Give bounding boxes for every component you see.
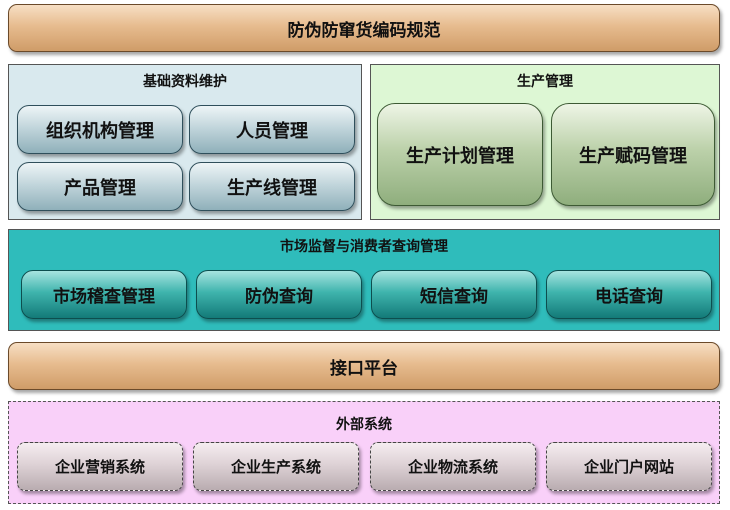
- sms-query-button[interactable]: 短信查询: [371, 270, 537, 319]
- market-query-panel: 市场监督与消费者查询管理 市场稽查管理 防伪查询 短信查询 电话查询: [8, 229, 720, 331]
- top-bar-spec: 防伪防窜货编码规范: [8, 4, 720, 52]
- external-systems-panel: 外部系统 企业营销系统 企业生产系统 企业物流系统 企业门户网站: [8, 401, 720, 504]
- marketing-system-button[interactable]: 企业营销系统: [17, 442, 183, 491]
- production-system-button[interactable]: 企业生产系统: [193, 442, 359, 491]
- top-bar-label: 防伪防窜货编码规范: [287, 20, 441, 41]
- external-systems-panel-title: 外部系统: [336, 417, 392, 433]
- market-inspection-button[interactable]: 市场稽查管理: [21, 270, 187, 319]
- interface-platform-bar: 接口平台: [8, 342, 720, 390]
- market-query-panel-title: 市场监督与消费者查询管理: [280, 239, 448, 255]
- production-panel: 生产管理 生产计划管理 生产赋码管理: [370, 64, 720, 220]
- phone-query-button[interactable]: 电话查询: [546, 270, 712, 319]
- anti-counterfeit-query-button[interactable]: 防伪查询: [196, 270, 362, 319]
- production-panel-title: 生产管理: [517, 74, 573, 90]
- production-plan-button[interactable]: 生产计划管理: [377, 103, 543, 206]
- basic-data-panel-title: 基础资料维护: [143, 74, 227, 90]
- interface-platform-label: 接口平台: [330, 358, 398, 379]
- logistics-system-button[interactable]: 企业物流系统: [370, 442, 536, 491]
- personnel-management-button[interactable]: 人员管理: [189, 105, 355, 154]
- product-management-button[interactable]: 产品管理: [17, 162, 183, 211]
- portal-website-button[interactable]: 企业门户网站: [546, 442, 712, 491]
- production-coding-button[interactable]: 生产赋码管理: [551, 103, 715, 206]
- org-management-button[interactable]: 组织机构管理: [17, 105, 183, 154]
- production-line-management-button[interactable]: 生产线管理: [189, 162, 355, 211]
- basic-data-panel: 基础资料维护 组织机构管理 人员管理 产品管理 生产线管理: [8, 64, 362, 220]
